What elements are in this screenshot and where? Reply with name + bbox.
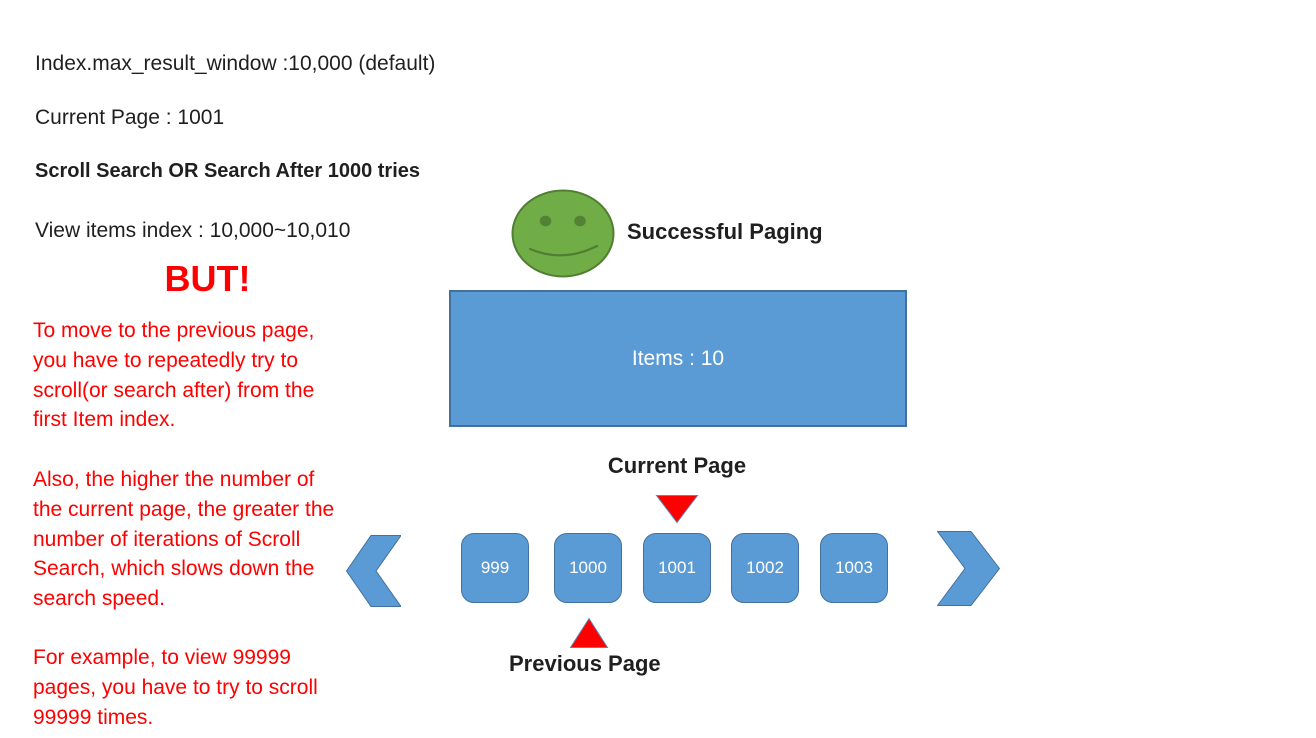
page-number: 1001	[658, 558, 696, 577]
smiley-face-icon	[511, 189, 615, 278]
current-page-label: Current Page	[607, 453, 747, 478]
warning-line: scroll(or search after) from the	[33, 378, 315, 402]
warning-line: Search, which slows down the	[33, 557, 315, 581]
warning-line: Also, the higher the number of	[33, 468, 315, 491]
items-rect: Items : 10	[449, 290, 907, 427]
warning-line: first Item index.	[33, 408, 176, 432]
chevron-left-icon[interactable]	[346, 535, 401, 607]
page-button-1003[interactable]: 1003	[820, 533, 888, 603]
page-button-1002[interactable]: 1002	[731, 533, 799, 603]
warning-paragraph-iterations: Also, the higher the number of the curre…	[33, 465, 433, 614]
max-result-window-text: Index.max_result_window :10,000 (default…	[35, 52, 436, 75]
triangle-up-icon	[569, 617, 609, 648]
warning-paragraph-example: For example, to view 99999 pages, you ha…	[33, 643, 433, 732]
warning-line: pages, you have to try to scroll	[33, 675, 318, 699]
previous-page-label: Previous Page	[509, 651, 661, 676]
scroll-search-heading: Scroll Search OR Search After 1000 tries	[35, 160, 420, 182]
page-number: 1002	[746, 558, 784, 577]
warning-line: To move to the previous page,	[33, 319, 315, 342]
page-button-1001[interactable]: 1001	[643, 533, 711, 603]
page-button-999[interactable]: 999	[461, 533, 529, 603]
page-number: 1000	[569, 558, 607, 577]
triangle-down-icon	[655, 495, 699, 524]
warning-line: 99999 times.	[33, 705, 154, 729]
view-items-index-text: View items index : 10,000~10,010	[35, 219, 351, 242]
warning-line: search speed.	[33, 587, 165, 611]
but-title: BUT!	[164, 258, 251, 299]
warning-line: For example, to view 99999	[33, 646, 291, 669]
page-number: 1003	[835, 558, 873, 577]
warning-paragraph-previous-page: To move to the previous page, you have t…	[33, 316, 433, 435]
chevron-right-icon[interactable]	[937, 531, 1000, 606]
warning-line: number of iterations of Scroll	[33, 527, 301, 551]
warning-line: the current page, the greater the	[33, 497, 335, 521]
successful-paging-label: Successful Paging	[627, 219, 823, 244]
page-button-1000[interactable]: 1000	[554, 533, 622, 603]
items-count-label: Items : 10	[631, 346, 725, 370]
page-number: 999	[480, 558, 510, 577]
warning-line: you have to repeatedly try to	[33, 348, 298, 372]
current-page-text: Current Page : 1001	[35, 106, 225, 129]
